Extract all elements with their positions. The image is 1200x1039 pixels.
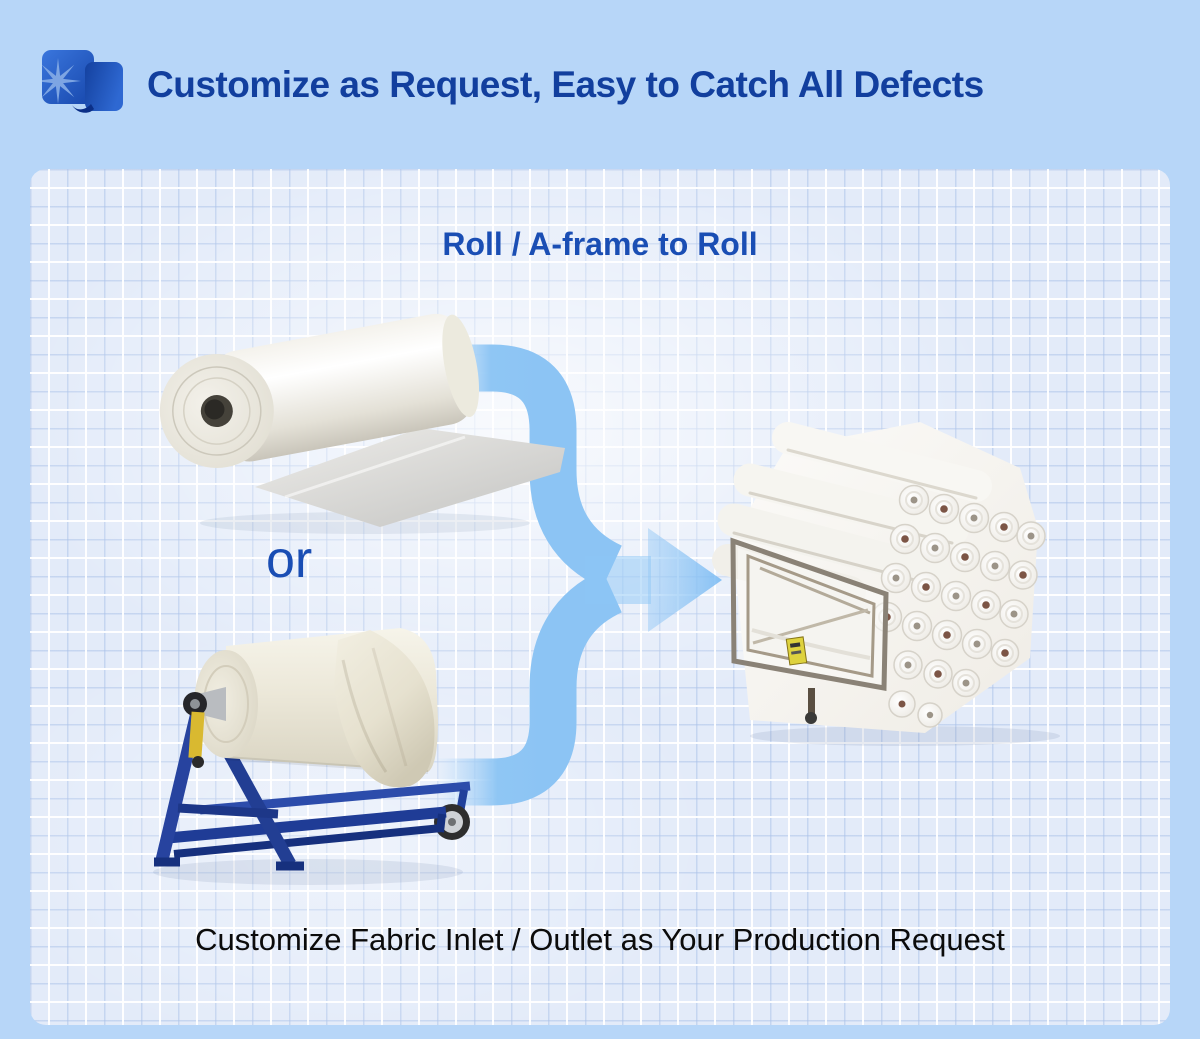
header: Customize as Request, Easy to Catch All … xyxy=(0,0,1200,169)
a-frame-fabric-trolley-image xyxy=(153,628,471,885)
or-label: or xyxy=(266,531,313,589)
page-title: Customize as Request, Easy to Catch All … xyxy=(147,64,984,105)
white-fabric-roll-image xyxy=(159,313,565,534)
fabric-scan-sparkle-icon xyxy=(42,50,123,113)
caption: Customize Fabric Inlet / Outlet as Your … xyxy=(195,922,1005,957)
diagram-title: Roll / A-frame to Roll xyxy=(442,226,758,262)
stacked-fabric-rolls-cart-image xyxy=(712,422,1060,746)
